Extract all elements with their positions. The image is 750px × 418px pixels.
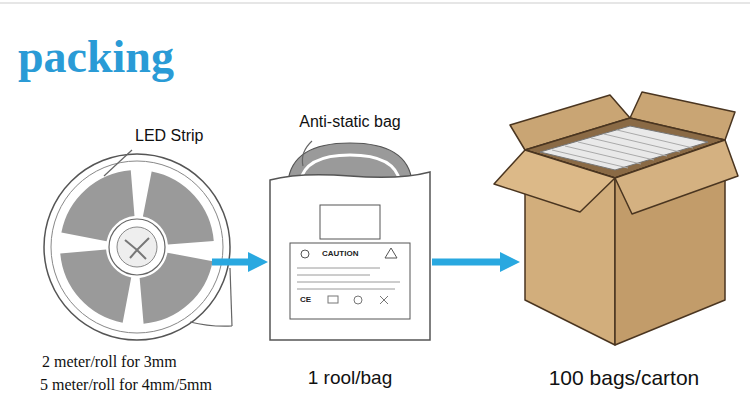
part-label: LED Strip <box>135 126 203 145</box>
caution-label: CAUTION <box>322 250 358 258</box>
page-title: packing <box>18 34 174 80</box>
count-label: 1 rool/bag <box>308 367 393 390</box>
part-label: Anti-static bag <box>299 112 400 131</box>
leader-line <box>104 150 132 176</box>
mark-label: CE <box>300 296 311 304</box>
led-reel <box>44 154 232 340</box>
leader-line <box>302 141 312 166</box>
carton-box <box>494 92 738 345</box>
count-label: 100 bags/carton <box>549 365 700 390</box>
reel-node: LED Strip 2 meter/roll for 3mm 5 meter/rol… <box>40 126 212 394</box>
carton-node: 100 bags/carton <box>520 112 728 390</box>
flow-arrow <box>212 259 256 266</box>
flow-arrow <box>432 259 508 266</box>
anti-static-bag <box>270 143 430 340</box>
top-rule <box>0 2 750 4</box>
spec-text: 5 meter/roll for 4mm/5mm <box>40 375 212 394</box>
spec-text: 2 meter/roll for 3mm <box>42 352 177 371</box>
